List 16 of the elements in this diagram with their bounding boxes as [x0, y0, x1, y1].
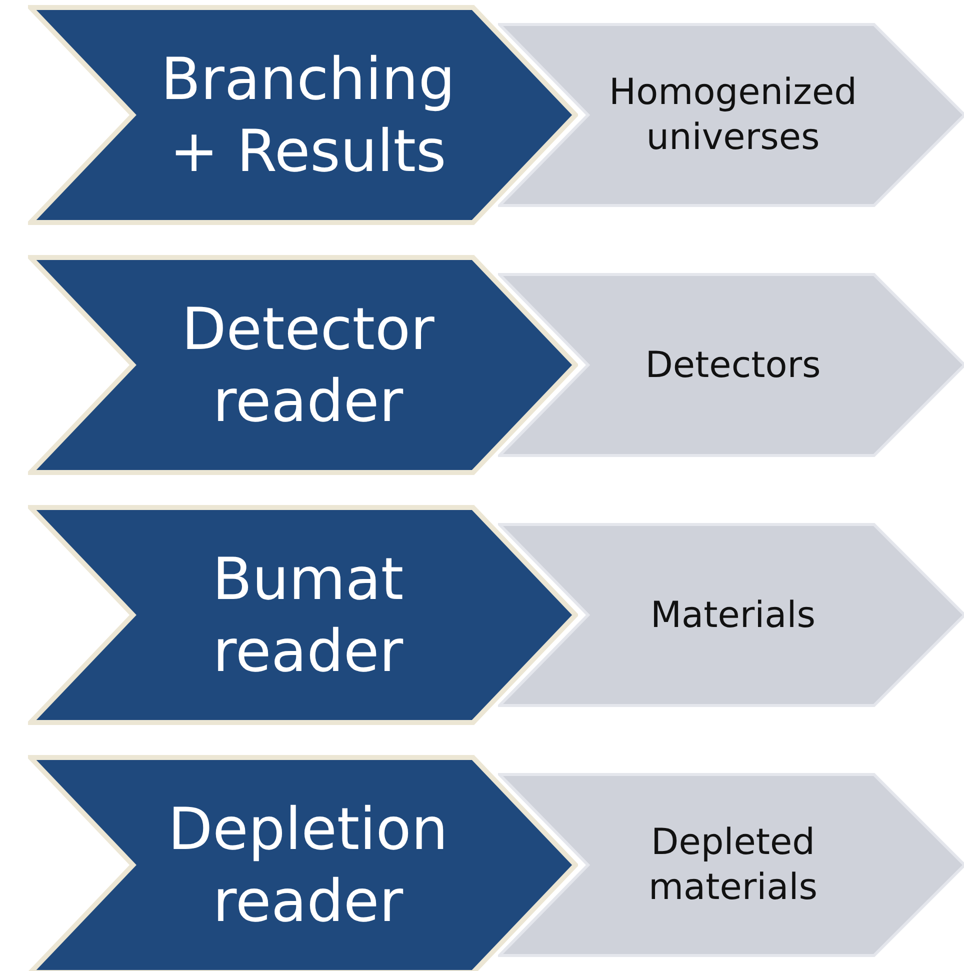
- step-banner: [28, 255, 578, 475]
- chevron-label: Materials: [650, 594, 816, 638]
- step-banner: [28, 505, 578, 725]
- output-banner: [498, 773, 964, 957]
- chevron-label: Homogenized universes: [608, 71, 858, 160]
- chevron-label: Depleted materials: [647, 821, 818, 910]
- chevron-label: Detectors: [645, 344, 821, 388]
- output-banner: [498, 23, 964, 207]
- chevron-label: Detector reader: [180, 294, 436, 437]
- chevron-label: Branching + Results: [160, 44, 456, 187]
- step-banner: [28, 5, 578, 225]
- chevron-label: Depletion reader: [166, 794, 450, 937]
- step-banner: [28, 755, 578, 971]
- chevron-label: Bumat reader: [211, 544, 405, 687]
- output-banner: [498, 273, 964, 457]
- output-banner: [498, 523, 964, 707]
